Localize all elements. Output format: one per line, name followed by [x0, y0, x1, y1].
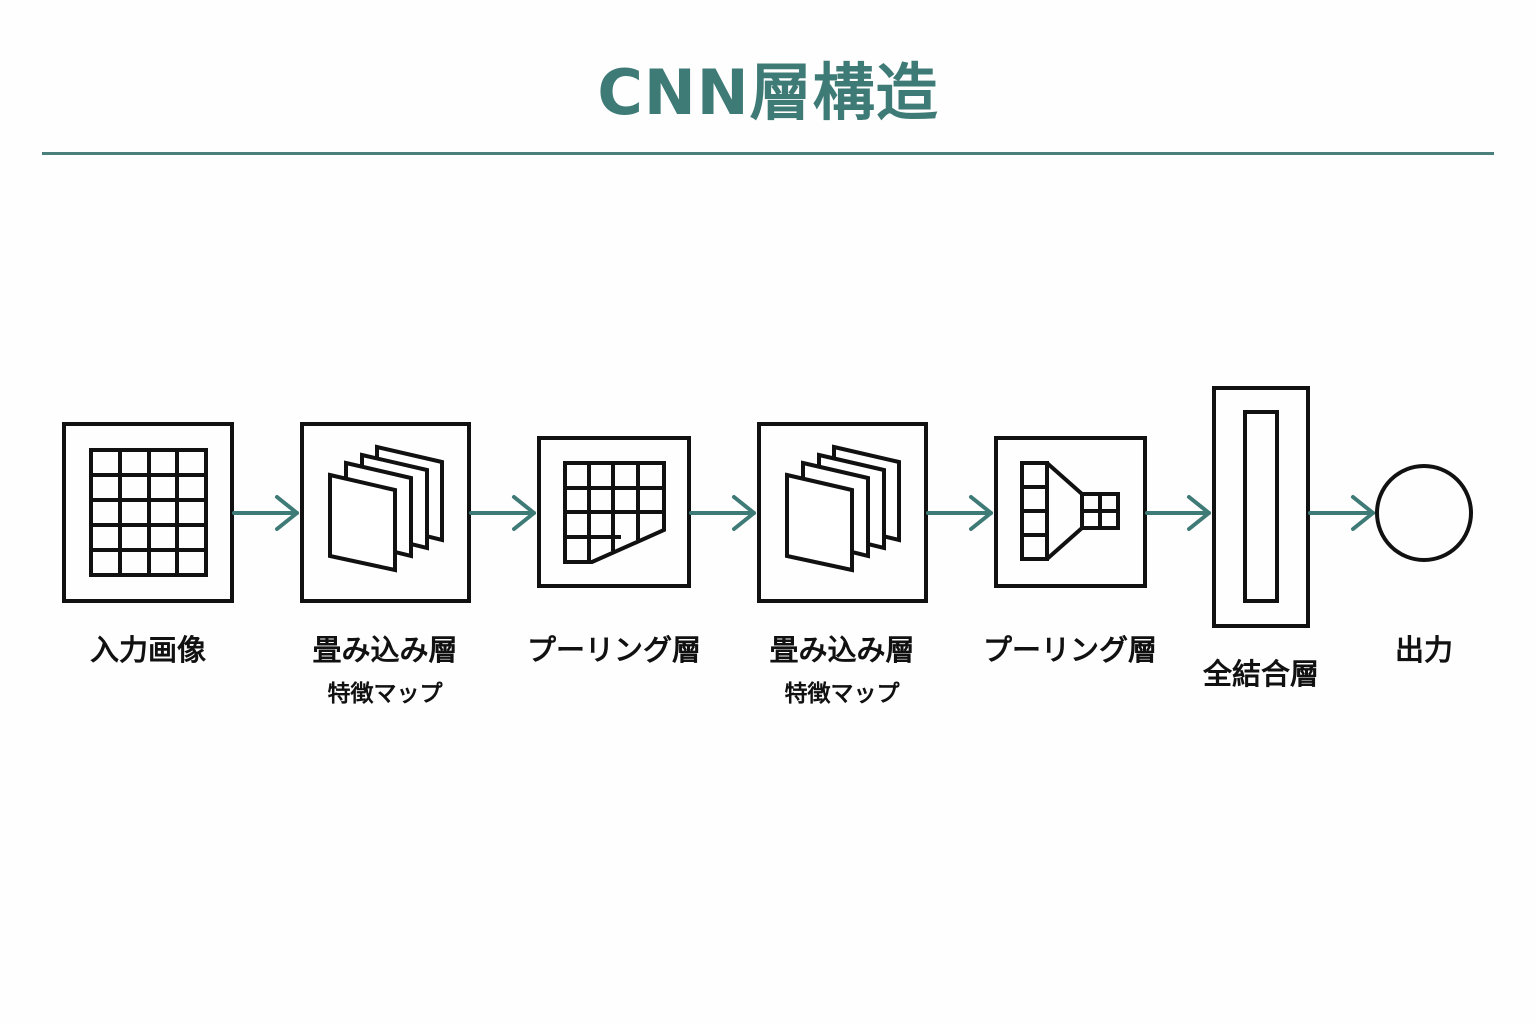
conv-layer-node-1	[300, 422, 471, 603]
node-label-pool-2: プーリング層	[982, 633, 1158, 667]
diagram-title: CNN層構造	[597, 56, 939, 129]
input-grid-icon	[89, 448, 208, 577]
pooling-layer-node-2	[994, 436, 1147, 588]
fully-connected-bar-icon	[1243, 410, 1279, 603]
arrow-4	[926, 495, 993, 531]
stacked-feature-maps-icon	[785, 444, 901, 573]
node-label-input: 入力画像	[89, 633, 207, 667]
output-circle-icon	[1375, 464, 1473, 562]
arrow-2	[469, 495, 536, 531]
node-label-pool-1: プーリング層	[526, 633, 702, 667]
input-image-node	[62, 422, 234, 603]
node-label-fc: 全結合層	[1202, 657, 1320, 691]
arrow-6	[1308, 495, 1375, 531]
node-sublabel-conv-2: 特徴マップ	[784, 681, 900, 707]
arrow-5	[1145, 495, 1211, 531]
funnel-pooling-icon	[1020, 461, 1120, 561]
conv-layer-node-2	[757, 422, 928, 603]
node-label-conv-1: 畳み込み層	[312, 633, 458, 667]
node-label-output: 出力	[1394, 633, 1454, 667]
arrow-3	[689, 495, 756, 531]
output-node	[1375, 464, 1473, 562]
pooling-layer-node-1	[537, 436, 691, 588]
arrow-1	[232, 495, 299, 531]
fully-connected-node	[1212, 386, 1310, 628]
node-label-conv-2: 畳み込み層	[769, 633, 915, 667]
title-divider	[42, 152, 1494, 155]
pooling-grid-icon	[563, 461, 666, 564]
stacked-feature-maps-icon	[328, 444, 444, 573]
node-sublabel-conv-1: 特徴マップ	[327, 681, 443, 707]
